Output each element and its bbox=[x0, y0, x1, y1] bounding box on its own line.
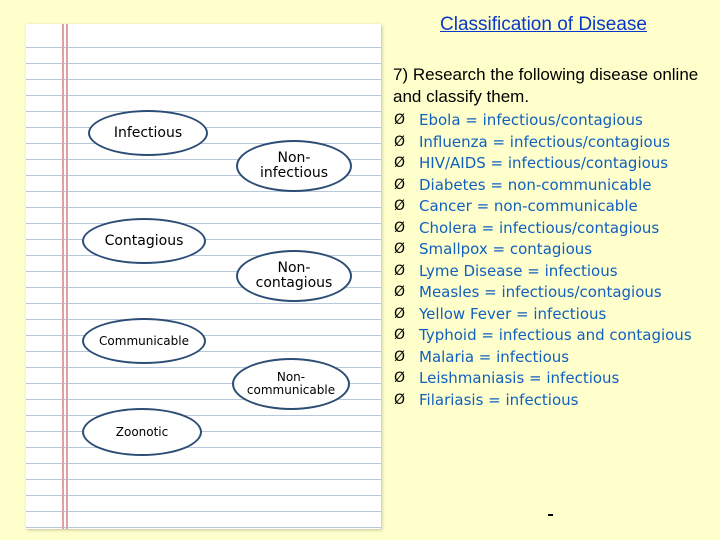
list-item-text: Lyme Disease = infectious bbox=[419, 261, 618, 280]
oval-label: Infectious bbox=[113, 124, 183, 141]
list-item: Ø Leishmaniasis = infectious bbox=[394, 368, 714, 390]
list-item: Ø Ebola = infectious/contagious bbox=[394, 110, 714, 132]
list-item: Ø Cholera = infectious/contagious bbox=[394, 218, 714, 240]
arrow-bullet-icon: Ø bbox=[394, 391, 406, 408]
margin-line bbox=[66, 24, 68, 529]
list-item: Ø Smallpox = contagious bbox=[394, 239, 714, 261]
arrow-bullet-icon: Ø bbox=[394, 133, 406, 150]
margin-line bbox=[62, 24, 64, 529]
oval-label: Contagious bbox=[104, 232, 184, 249]
list-item-text: Influenza = infectious/contagious bbox=[419, 132, 671, 151]
arrow-bullet-icon: Ø bbox=[394, 198, 406, 214]
list-item: Ø Influenza = infectious/contagious bbox=[394, 132, 714, 154]
arrow-bullet-icon: Ø bbox=[394, 241, 406, 257]
arrow-bullet-icon: Ø bbox=[394, 262, 406, 279]
list-item-text: Measles = infectious/contagious bbox=[419, 283, 662, 301]
disease-list: Ø Ebola = infectious/contagious Ø Influenz… bbox=[394, 110, 714, 411]
list-item-text: Cancer = non-communicable bbox=[419, 197, 638, 215]
oval-non-communicable: Non- communicable bbox=[232, 358, 350, 410]
list-item-text: HIV/AIDS = infectious/contagious bbox=[419, 154, 669, 172]
list-item: Ø Lyme Disease = infectious bbox=[394, 261, 714, 283]
list-item: Ø Filariasis = infectious bbox=[394, 390, 714, 412]
arrow-bullet-icon: Ø bbox=[394, 305, 406, 322]
list-item-text: Typhoid = infectious and contagious bbox=[419, 326, 692, 344]
oval-label: Non- communicable bbox=[246, 370, 336, 397]
oval-label: Zoonotic bbox=[115, 424, 169, 439]
slide-title: Classification of Disease bbox=[440, 14, 647, 35]
arrow-bullet-icon: Ø bbox=[394, 348, 406, 365]
arrow-bullet-icon: Ø bbox=[394, 176, 406, 193]
list-item-text: Ebola = infectious/contagious bbox=[419, 111, 643, 129]
oval-infectious: Infectious bbox=[88, 110, 208, 156]
list-item: Ø Yellow Fever = infectious bbox=[394, 304, 714, 326]
list-item-text: Cholera = infectious/contagious bbox=[419, 218, 660, 237]
list-item-text: Filariasis = infectious bbox=[419, 390, 579, 409]
arrow-bullet-icon: Ø bbox=[394, 284, 406, 300]
arrow-bullet-icon: Ø bbox=[394, 112, 406, 128]
slide-dash-mark bbox=[548, 514, 553, 516]
list-item: Ø Diabetes = non-communicable bbox=[394, 175, 714, 197]
arrow-bullet-icon: Ø bbox=[394, 219, 406, 236]
oval-contagious: Contagious bbox=[82, 218, 206, 264]
list-item: Ø HIV/AIDS = infectious/contagious bbox=[394, 153, 714, 175]
oval-label: Non- infectious bbox=[259, 150, 329, 181]
oval-label: Communicable bbox=[99, 333, 189, 348]
list-item-text: Yellow Fever = infectious bbox=[419, 304, 607, 323]
oval-communicable: Communicable bbox=[82, 318, 206, 364]
oval-zoonotic: Zoonotic bbox=[82, 408, 202, 456]
list-item-text: Smallpox = contagious bbox=[419, 240, 593, 258]
oval-non-infectious: Non- infectious bbox=[236, 140, 352, 192]
list-item-text: Diabetes = non-communicable bbox=[419, 175, 652, 194]
arrow-bullet-icon: Ø bbox=[394, 327, 406, 343]
arrow-bullet-icon: Ø bbox=[394, 370, 406, 386]
instruction-text: 7) Research the following disease online… bbox=[393, 65, 699, 106]
list-item-text: Leishmaniasis = infectious bbox=[419, 369, 620, 387]
list-item: Ø Cancer = non-communicable bbox=[394, 196, 714, 218]
list-item-text: Malaria = infectious bbox=[419, 347, 570, 366]
oval-non-contagious: Non- contagious bbox=[236, 250, 352, 302]
list-item: Ø Typhoid = infectious and contagious bbox=[394, 325, 714, 347]
arrow-bullet-icon: Ø bbox=[394, 155, 406, 171]
list-item: Ø Malaria = infectious bbox=[394, 347, 714, 369]
list-item: Ø Measles = infectious/contagious bbox=[394, 282, 714, 304]
oval-label: Non- contagious bbox=[255, 260, 333, 291]
